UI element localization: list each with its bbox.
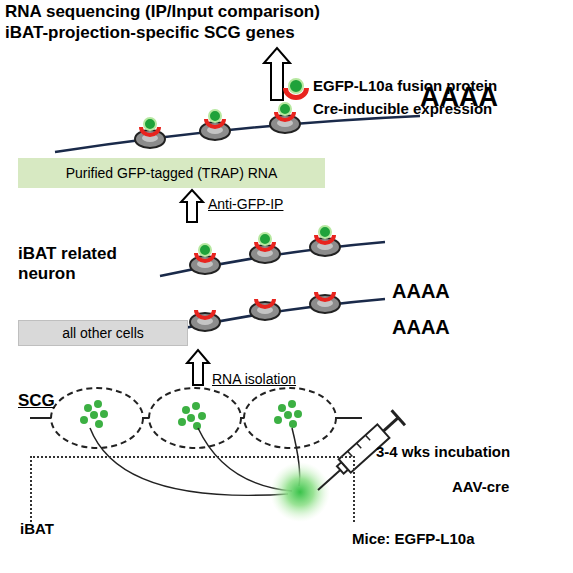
injection-glow	[270, 462, 330, 522]
mrna-strand	[160, 226, 385, 276]
step-label: RNA isolation	[212, 371, 296, 387]
step-label: Anti-GFP-IP	[208, 196, 283, 212]
virus-label: AAV-cre	[452, 478, 509, 495]
tissue-label: SCG	[18, 391, 55, 411]
cell-box: all other cells	[18, 320, 188, 346]
hollow-arrow	[181, 190, 203, 222]
box-text: Purified GFP-tagged (TRAP) RNA	[66, 165, 278, 181]
polya-tail: AAAA	[392, 316, 450, 339]
time-note: 3-4 wks incubation	[376, 443, 510, 460]
cell-label: iBAT related neuron	[18, 244, 168, 283]
figure-title: RNA sequencing (IP/Input comparison)	[5, 2, 320, 22]
hollow-arrow	[187, 350, 209, 385]
legend-icon	[283, 79, 309, 100]
legend-text: EGFP-L10a fusion protein	[313, 77, 497, 94]
polya-tail: AAAA	[392, 280, 450, 303]
box-text: all other cells	[62, 325, 144, 341]
mouse-label: Mice: EGFP-L10a	[352, 530, 475, 547]
tissue-region: iBAT	[30, 456, 355, 522]
subtitle: iBAT-projection-specific SCG genes	[5, 23, 295, 43]
region-label: iBAT	[20, 520, 54, 537]
result-box: Purified GFP-tagged (TRAP) RNA	[18, 158, 325, 188]
mrna-strand	[160, 292, 385, 333]
